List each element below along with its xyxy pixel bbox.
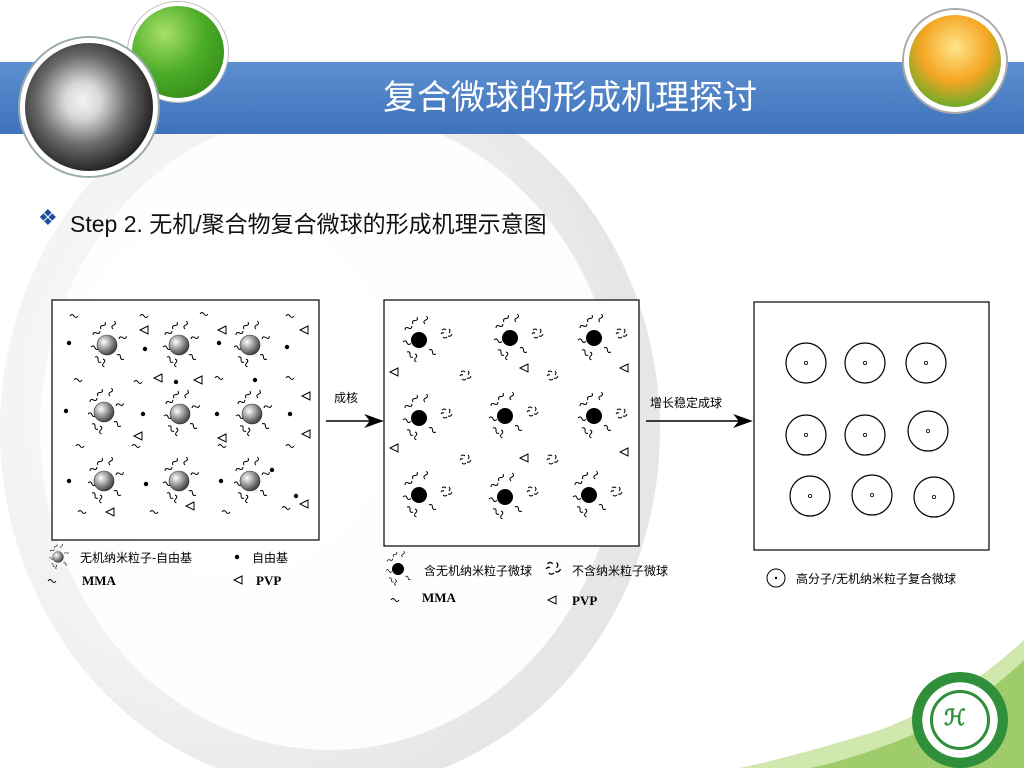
legend1-free-radical: 自由基 xyxy=(252,551,289,565)
free-radicals xyxy=(63,340,299,499)
legend1-nanoparticle-radical: 无机纳米粒子-自由基 xyxy=(80,551,193,565)
logo-ring-icon xyxy=(930,690,990,750)
legend3-composite-microsphere: 高分子/无机纳米粒子复合微球 xyxy=(796,572,957,586)
tulip-photo xyxy=(904,10,1006,112)
legend1-icons xyxy=(47,544,243,585)
legend2-mma: MMA xyxy=(422,590,456,605)
legend3-icon xyxy=(766,568,786,588)
legend1-mma: MMA xyxy=(82,573,116,588)
legend1-pvp: PVP xyxy=(256,573,282,588)
diamond-bullet-icon: ❖ xyxy=(38,206,58,231)
legend2-with-nanoparticles: 含无机纳米粒子微球 xyxy=(424,564,533,578)
arrow-nucleation-label: 成核 xyxy=(334,391,359,405)
step-heading: Step 2. 无机/聚合物复合微球的形成机理示意图 xyxy=(70,211,547,237)
legend2-without-nanoparticles: 不含纳米粒子微球 xyxy=(572,564,669,578)
logo-emblem-icon: ℋ xyxy=(944,705,966,731)
dandelion-photo xyxy=(20,38,158,176)
composite-cores xyxy=(804,360,937,499)
slide-title: 复合微球的形成机理探讨 xyxy=(383,78,757,118)
arrow-growth-label: 增长稳定成球 xyxy=(650,396,723,410)
composite-microspheres xyxy=(785,342,955,518)
legend2-pvp: PVP xyxy=(572,593,598,608)
